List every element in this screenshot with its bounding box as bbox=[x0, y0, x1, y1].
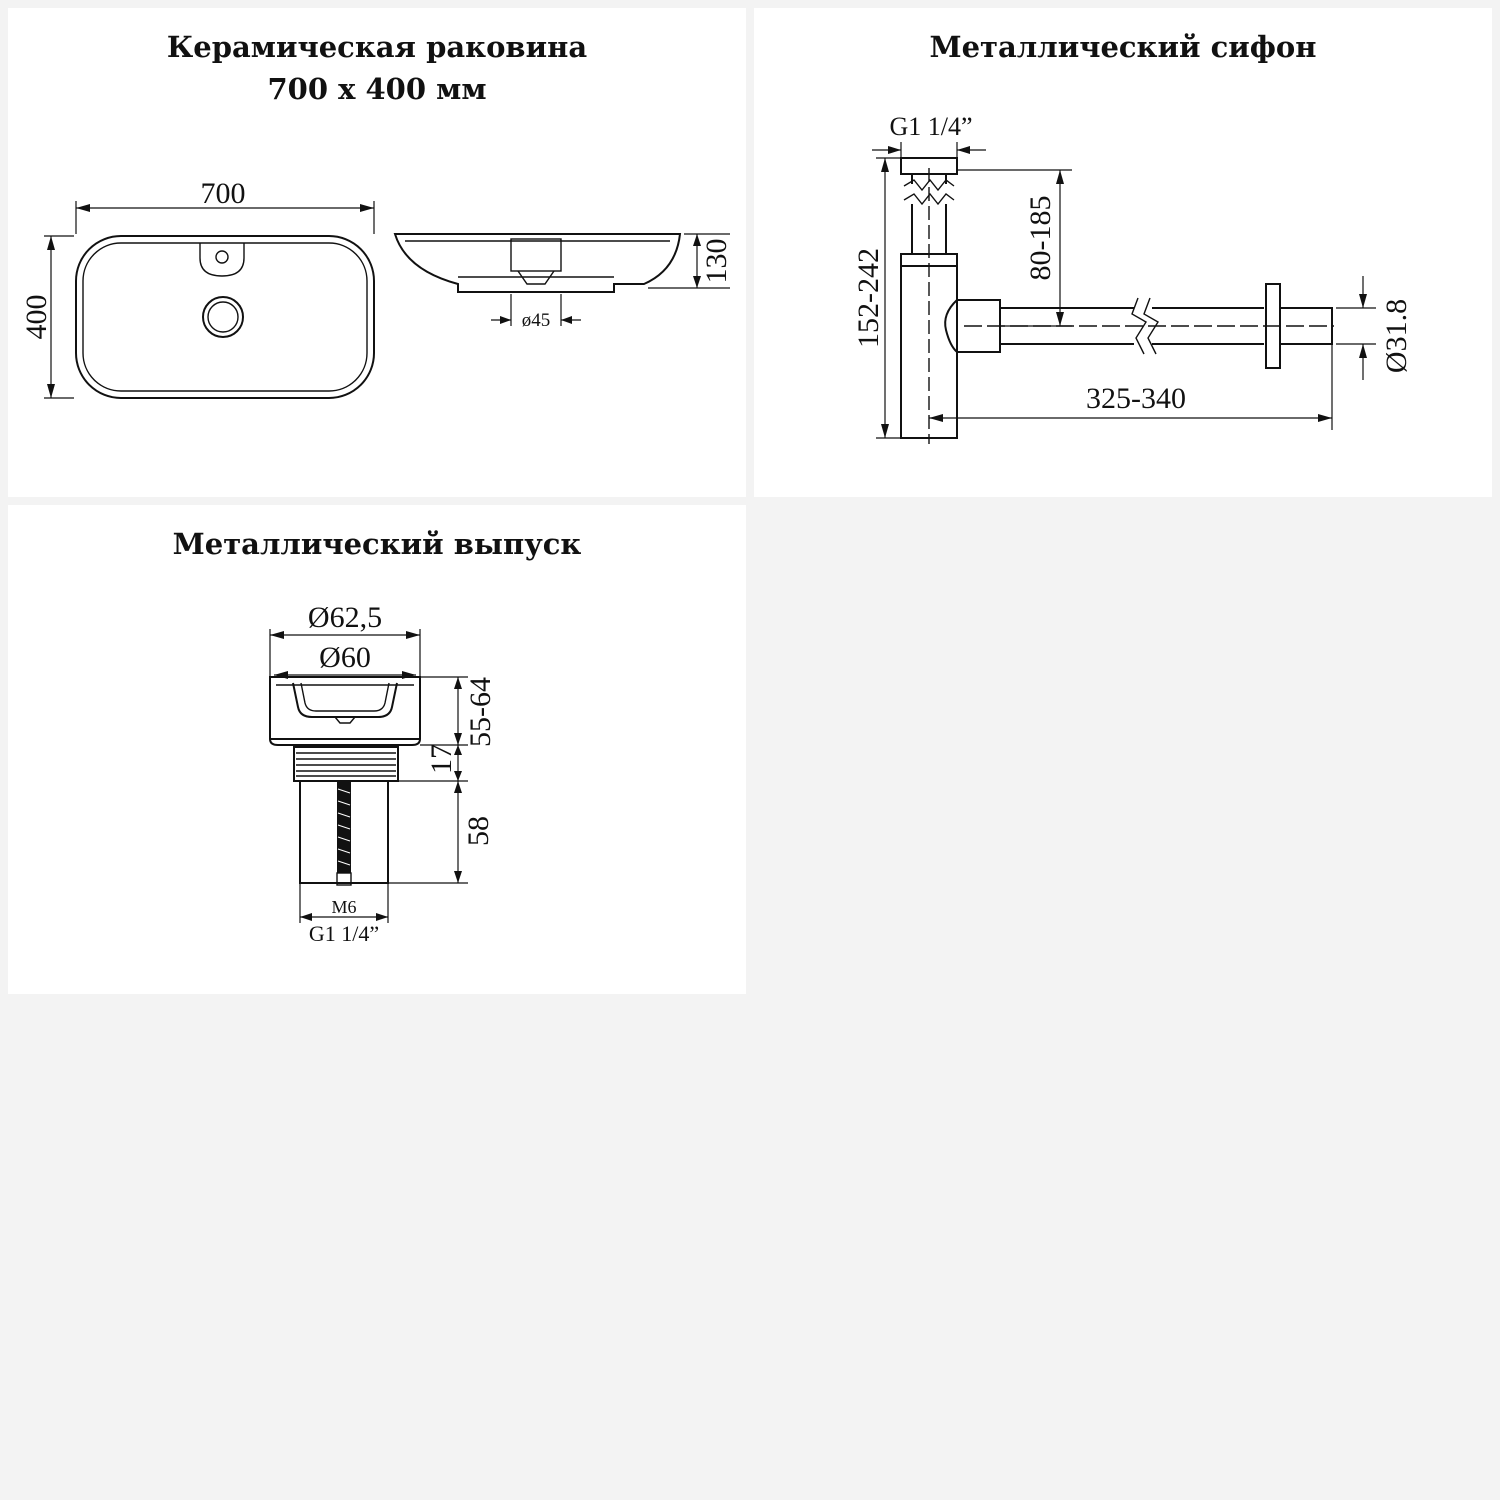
sink-drawing: 700 400 130 ø45 bbox=[20, 177, 733, 399]
siphon-drawing: G1 1/4” 152-242 80-185 325-340 bbox=[852, 112, 1413, 444]
drain-dim-58-label: 58 bbox=[462, 816, 495, 846]
sink-tap-hole bbox=[215, 250, 229, 264]
siphon-elbow bbox=[944, 299, 958, 353]
sink-outline-inner bbox=[82, 242, 368, 392]
siphon-dim-inlet-label: 80-185 bbox=[1024, 196, 1057, 281]
siphon-dim-thread-label: G1 1/4” bbox=[889, 112, 972, 141]
siphon-pipe-end bbox=[1279, 307, 1333, 345]
sink-panel: Керамическая раковина 700 х 400 мм 700 4… bbox=[8, 8, 746, 497]
sink-drain-outer bbox=[202, 296, 244, 338]
siphon-title: Металлический сифон bbox=[929, 30, 1317, 64]
drain-panel: Металлический выпуск Ø62,5 bbox=[8, 505, 746, 994]
sink-title-line1: Керамическая раковина bbox=[166, 30, 588, 64]
dim-height-label: 130 bbox=[700, 239, 733, 284]
sink-outline-outer bbox=[75, 235, 375, 399]
drain-dim-thread-label: G1 1/4” bbox=[309, 921, 379, 946]
drain-drawing: Ø62,5 Ø60 55-64 17 58 M6 G1 1/4” bbox=[269, 601, 497, 946]
sink-title: Керамическая раковина 700 х 400 мм bbox=[8, 26, 746, 110]
drain-dim-depth-label: 55-64 bbox=[464, 677, 497, 747]
dim-width-label: 700 bbox=[201, 177, 246, 210]
siphon-dim-length-label: 325-340 bbox=[1086, 382, 1186, 415]
sink-drain-inner bbox=[207, 301, 239, 333]
drain-dim-inner-label: Ø60 bbox=[319, 641, 371, 674]
siphon-panel: Металлический сифон G1 1/4” bbox=[754, 8, 1492, 497]
drain-dim-17-label: 17 bbox=[425, 744, 458, 774]
sink-title-line2: 700 х 400 мм bbox=[267, 72, 487, 106]
drain-title: Металлический выпуск bbox=[172, 527, 582, 561]
sink-tap-platform bbox=[199, 243, 245, 277]
drain-dim-bolt-label: M6 bbox=[331, 897, 356, 917]
dim-depth-label: 400 bbox=[20, 295, 53, 340]
drain-bowl bbox=[292, 682, 398, 718]
sink-side-view bbox=[393, 233, 682, 293]
drain-flange bbox=[269, 676, 421, 746]
dim-drain-label: ø45 bbox=[522, 310, 551, 331]
drain-dim-outer-label: Ø62,5 bbox=[308, 601, 382, 634]
siphon-dim-height-label: 152-242 bbox=[852, 248, 885, 348]
siphon-dim-pipe-label: Ø31.8 bbox=[1380, 299, 1413, 373]
sink-side-drain bbox=[510, 238, 562, 272]
